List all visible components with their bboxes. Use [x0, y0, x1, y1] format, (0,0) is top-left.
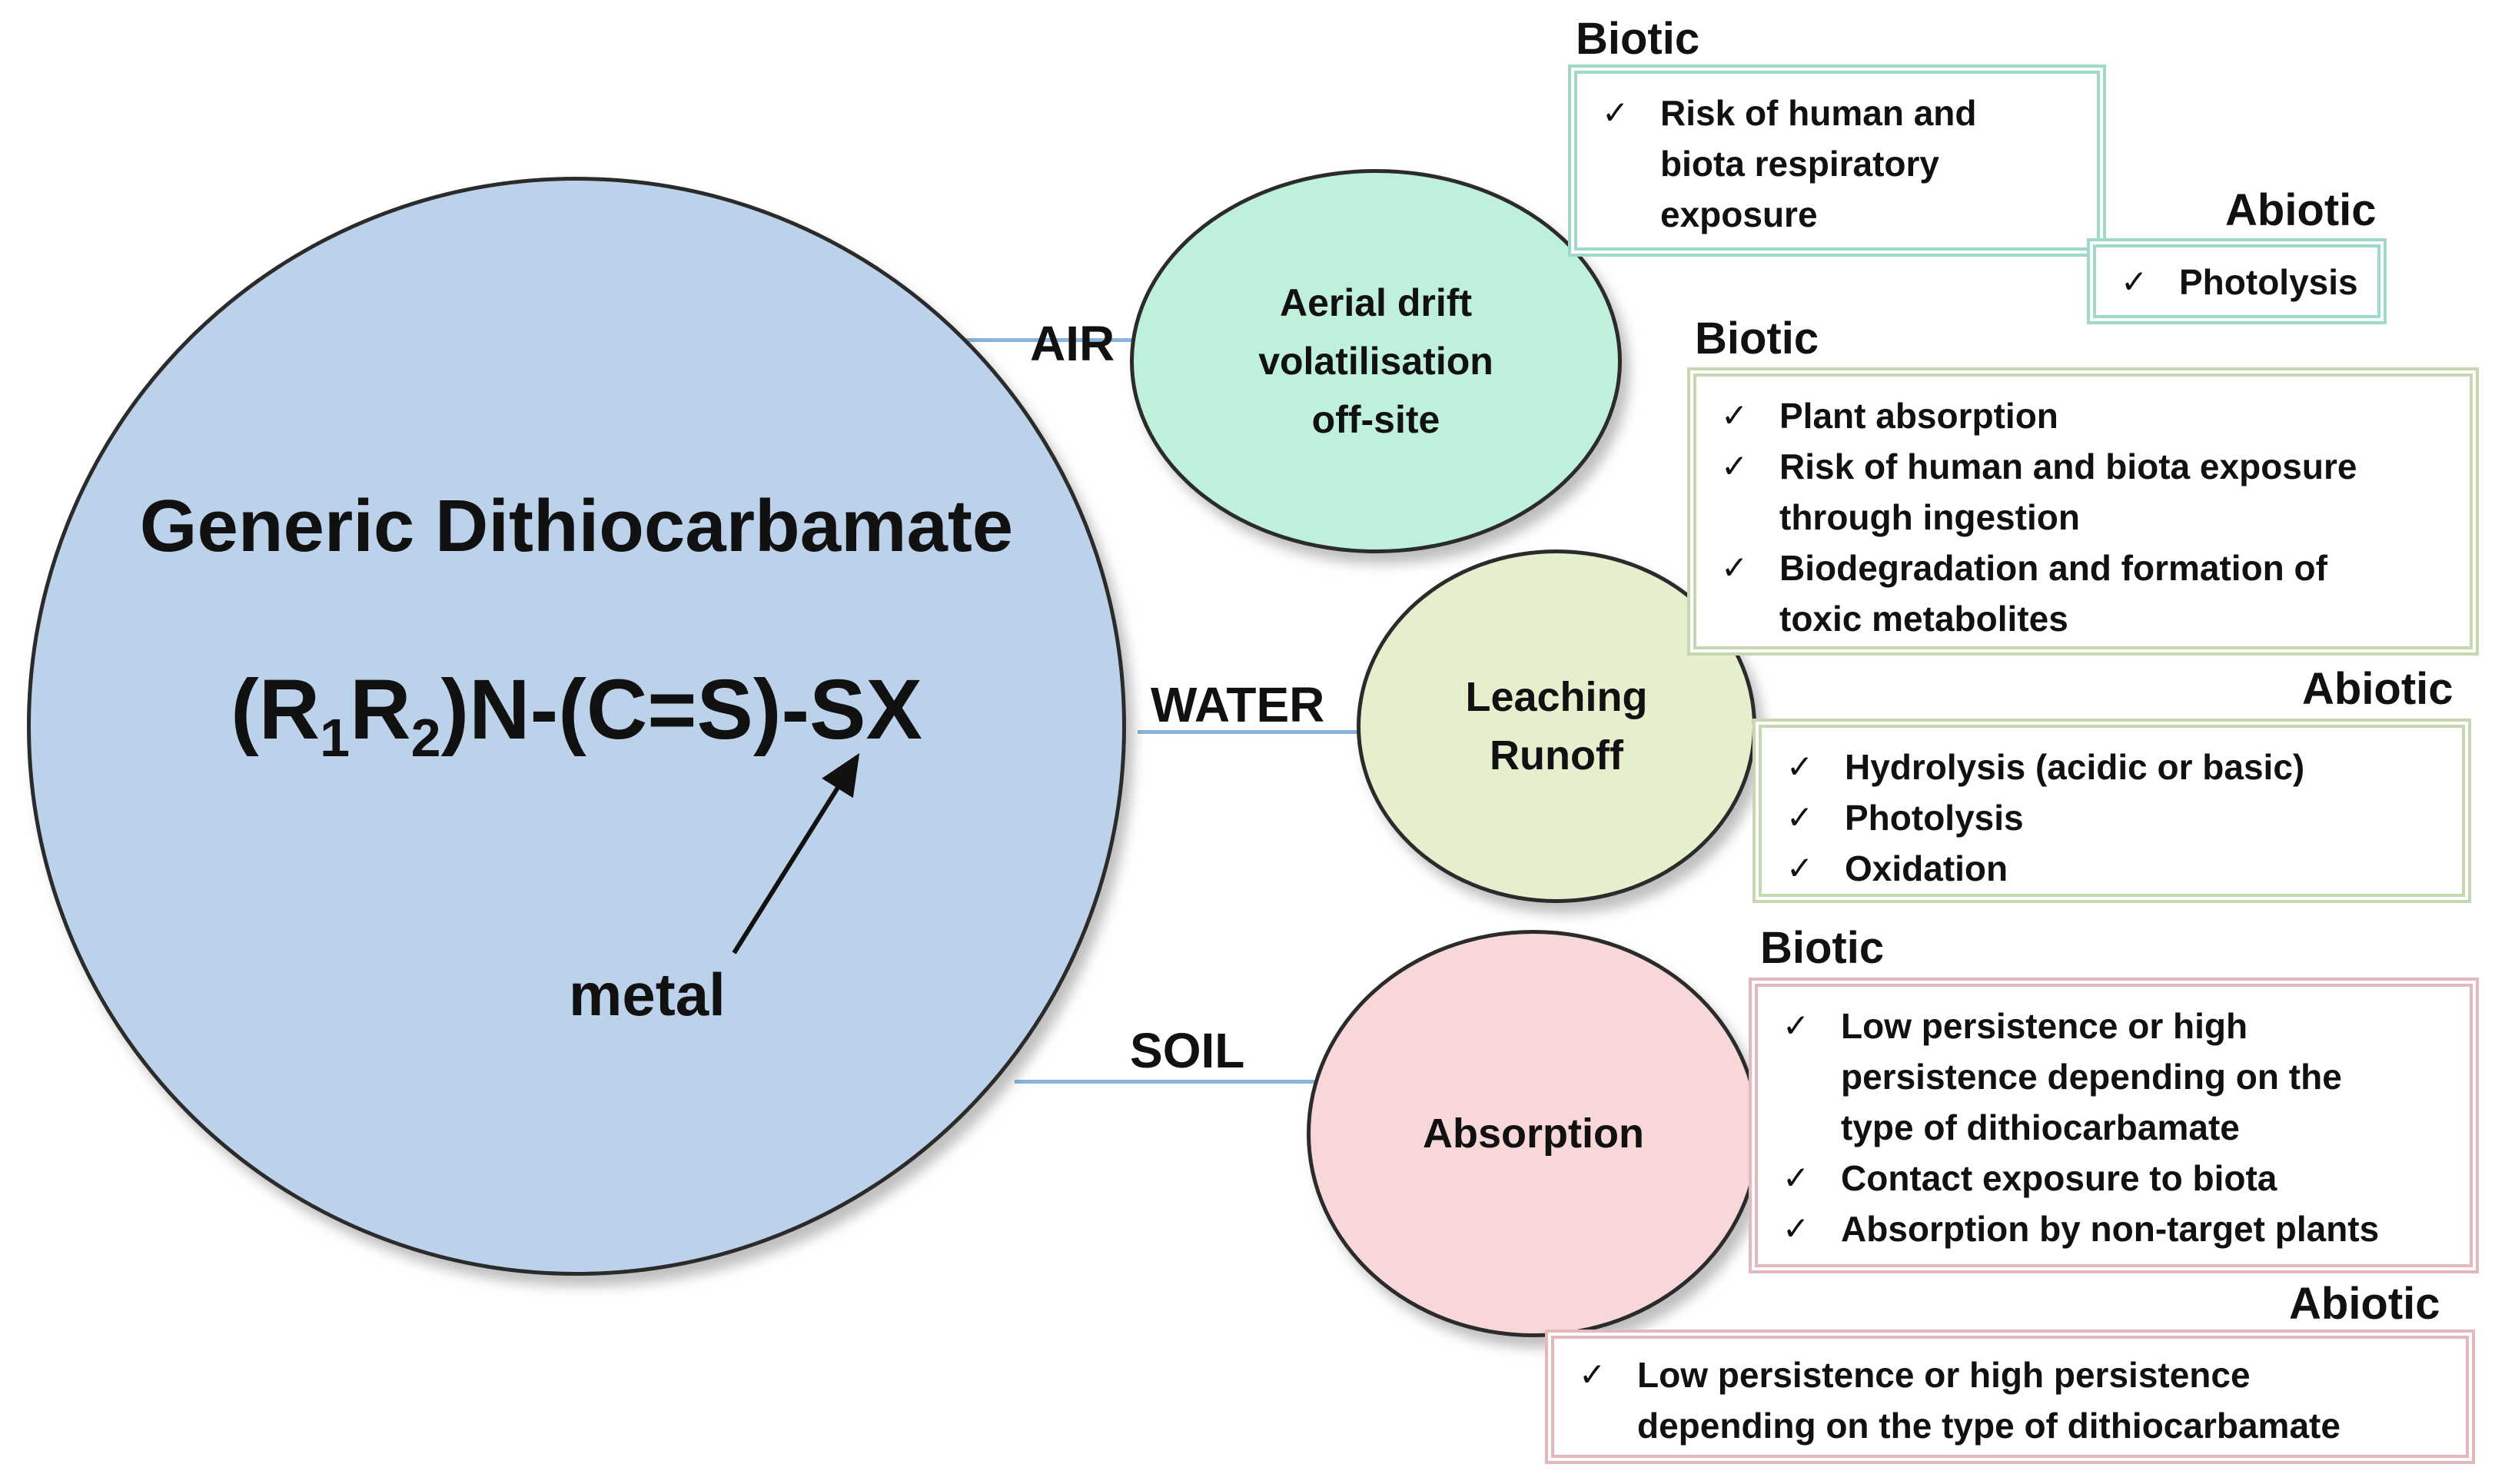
air-process-circle: Aerial drift volatilisation off-site	[1130, 169, 1622, 553]
water-biotic-box: Plant absorption Risk of human and biota…	[1687, 367, 2479, 656]
water-abiotic-item: Photolysis	[1786, 792, 2439, 843]
air-abiotic-item: Photolysis	[2121, 257, 2358, 307]
air-biotic-box: Risk of human and biota respiratory expo…	[1568, 65, 2106, 257]
soil-abiotic-label: Abiotic	[2289, 1279, 2440, 1329]
water-biotic-item: Biodegradation and formation of toxic me…	[1721, 543, 2447, 644]
soil-process-line-1: Absorption	[1423, 1111, 1644, 1157]
air-process-line-3: off-site	[1311, 398, 1440, 441]
metal-label: metal	[569, 961, 726, 1028]
water-label: WATER	[1151, 677, 1325, 732]
water-process-line-2: Runoff	[1490, 732, 1623, 779]
soil-biotic-item: Contact exposure to biota	[1782, 1153, 2447, 1203]
soil-biotic-box: Low persistence or high persistence depe…	[1749, 978, 2479, 1273]
air-abiotic-box: Photolysis	[2087, 238, 2387, 324]
water-biotic-item: Plant absorption	[1721, 390, 2447, 441]
soil-biotic-item: Absorption by non-target plants	[1782, 1203, 2447, 1254]
water-abiotic-item: Oxidation	[1786, 843, 2439, 894]
water-connector-line	[1138, 730, 1368, 734]
soil-connector-line	[1015, 1080, 1322, 1084]
air-biotic-label: Biotic	[1576, 14, 1700, 64]
water-process-line-1: Leaching	[1465, 674, 1648, 720]
soil-abiotic-box: Low persistence or high persistence depe…	[1545, 1330, 2475, 1464]
water-abiotic-box: Hydrolysis (acidic or basic) Photolysis …	[1752, 719, 2471, 903]
air-process-line-1: Aerial drift	[1279, 281, 1473, 324]
air-process-line-2: volatilisation	[1258, 340, 1493, 383]
water-biotic-label: Biotic	[1695, 314, 1819, 364]
soil-biotic-item: Low persistence or high persistence depe…	[1782, 1001, 2447, 1153]
air-label: AIR	[1030, 316, 1115, 371]
air-connector-line	[922, 338, 1168, 342]
soil-abiotic-item: Low persistence or high persistence depe…	[1579, 1350, 2443, 1451]
compound-title: Generic Dithiocarbamate	[139, 485, 1014, 567]
water-abiotic-label: Abiotic	[2302, 664, 2453, 714]
air-abiotic-label: Abiotic	[2225, 185, 2377, 235]
compound-formula: (R1R2)N-(C=S)-SX	[231, 662, 922, 768]
water-biotic-item: Risk of human and biota exposure through…	[1721, 441, 2447, 543]
soil-biotic-label: Biotic	[1760, 923, 1885, 973]
air-biotic-item: Risk of human and biota respiratory expo…	[1602, 88, 2074, 240]
soil-process-circle: Absorption	[1307, 930, 1760, 1337]
soil-label: SOIL	[1130, 1023, 1245, 1078]
water-abiotic-item: Hydrolysis (acidic or basic)	[1786, 742, 2439, 792]
compound-circle: Generic Dithiocarbamate (R1R2)N-(C=S)-SX	[27, 177, 1126, 1276]
